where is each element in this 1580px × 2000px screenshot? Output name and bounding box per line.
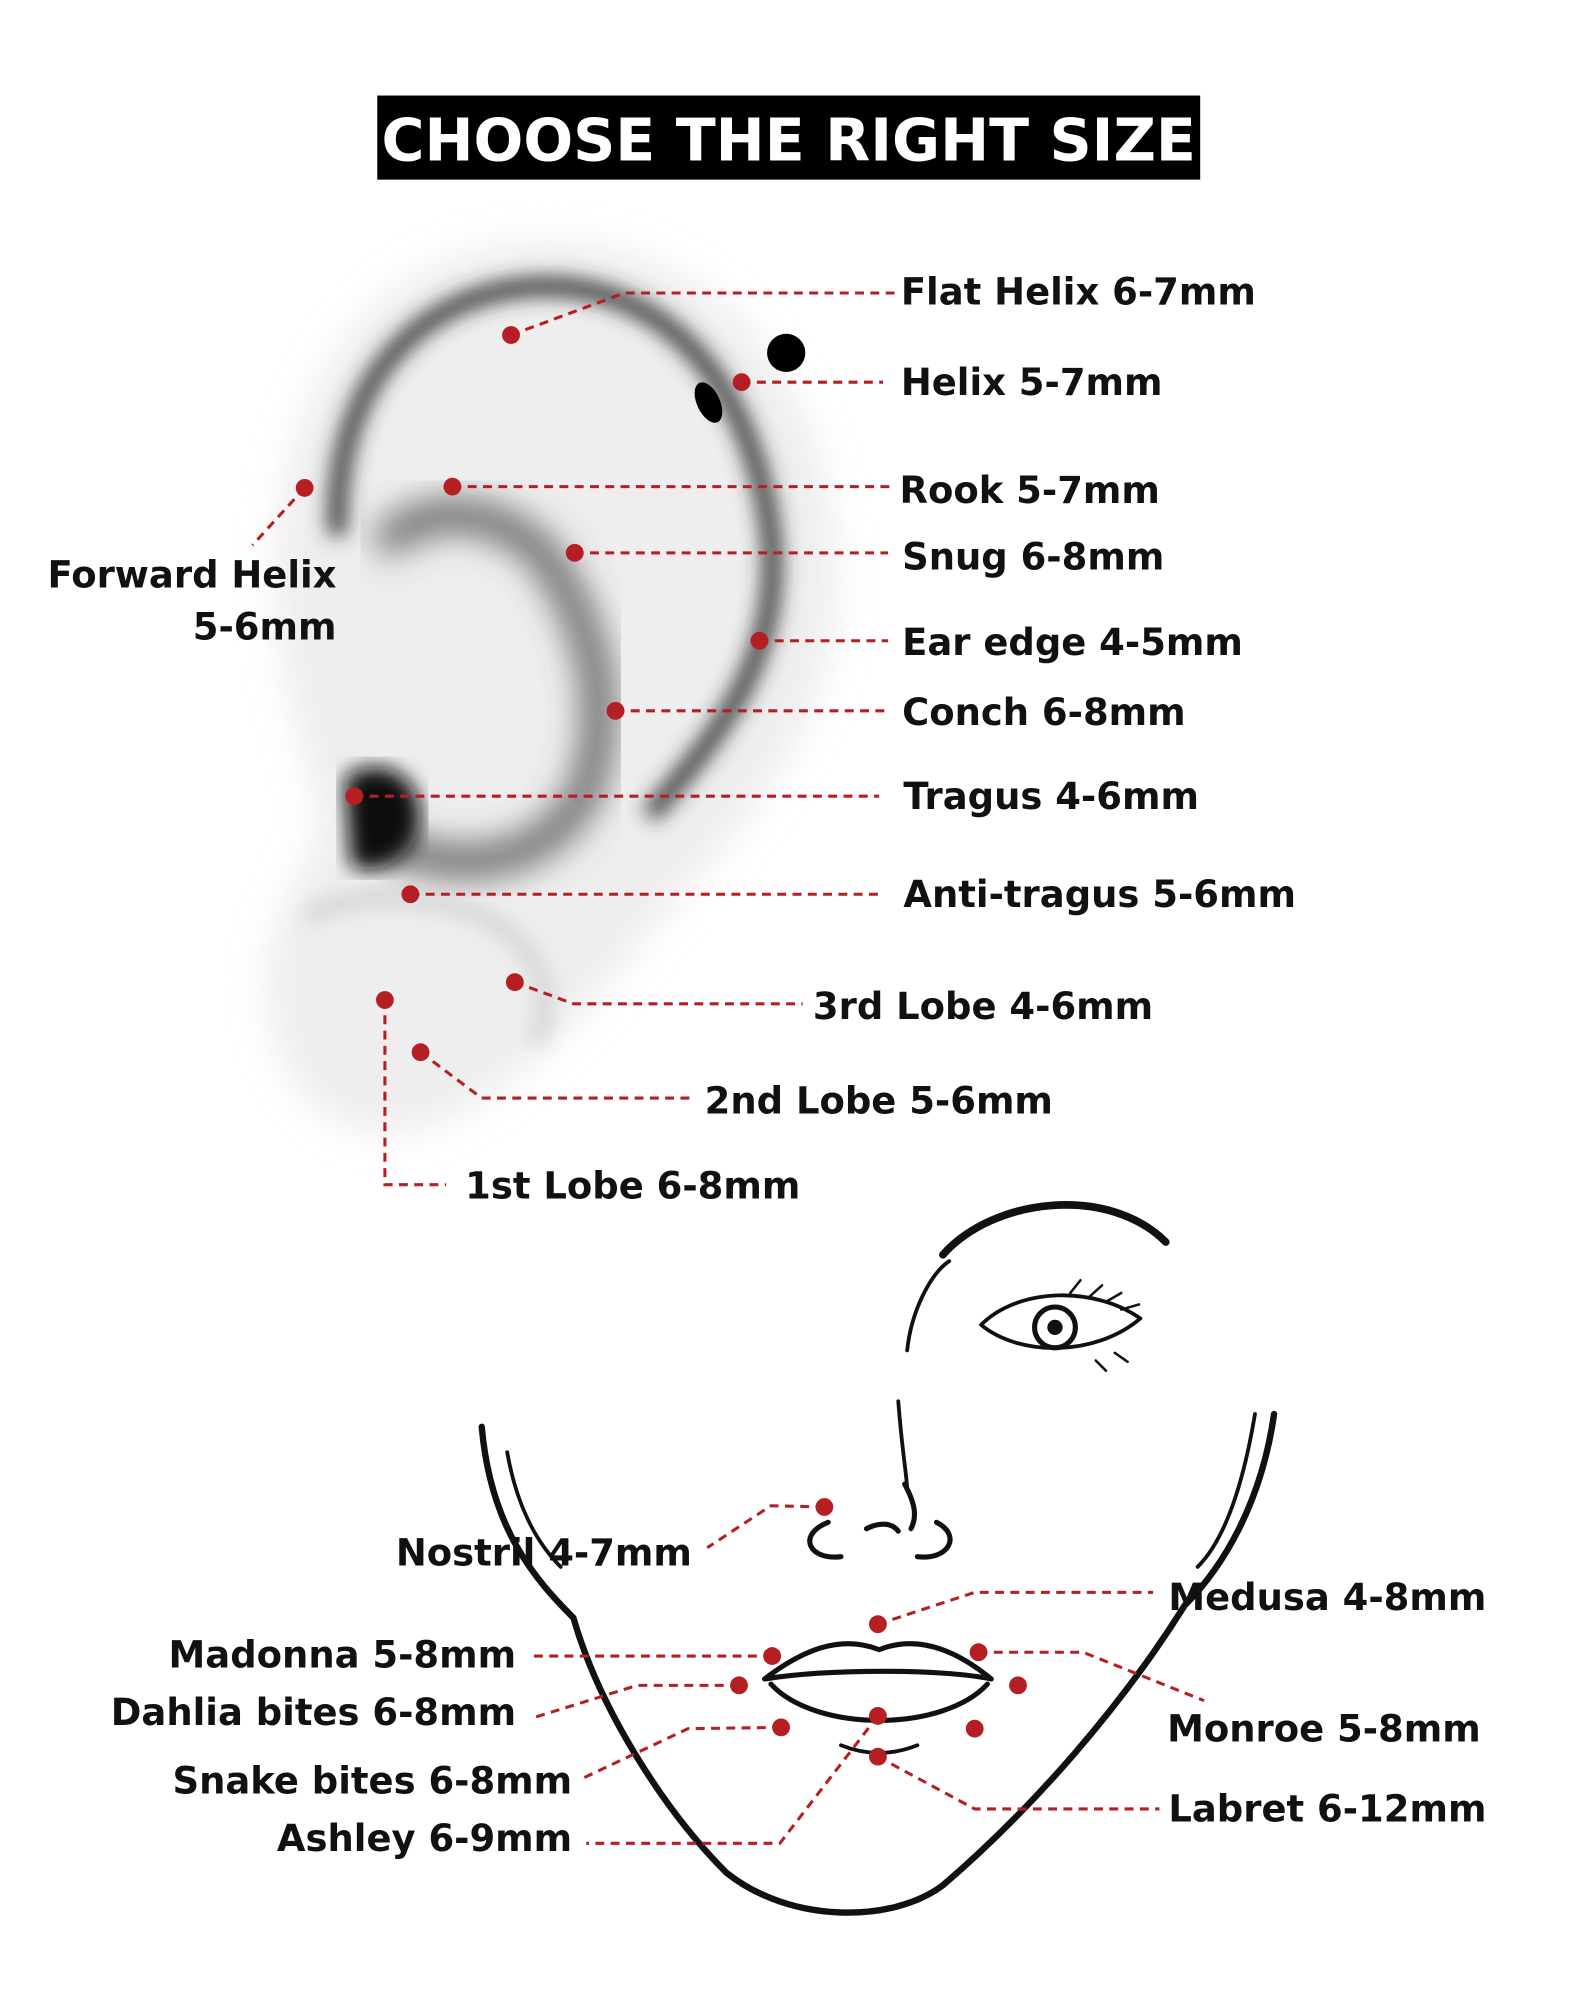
title-banner: CHOOSE THE RIGHT SIZE: [377, 95, 1201, 180]
label-labret: Labret 6-12mm: [1168, 1788, 1486, 1831]
callout-flat-helix: Flat Helix 6-7mm: [502, 270, 1256, 344]
helix-jewelry-ball: [767, 333, 806, 372]
ear-callouts: Flat Helix 6-7mm Helix 5-7mm Rook 5-7mm …: [47, 270, 1296, 1207]
callout-forward-helix: Forward Helix 5-6mm: [47, 478, 337, 648]
callout-labret: Labret 6-12mm: [868, 1747, 1486, 1831]
label-snake-bites: Snake bites 6-8mm: [172, 1760, 572, 1803]
callout-monroe: Monroe 5-8mm: [969, 1643, 1481, 1750]
label-ear-edge: Ear edge 4-5mm: [902, 621, 1243, 664]
callout-anti-tragus: Anti-tragus 5-6mm: [401, 873, 1296, 916]
callout-first-lobe: 1st Lobe 6-8mm: [375, 991, 800, 1208]
face-callouts: Nostril 4-7mm Medusa 4-8mm Madonna 5-8mm…: [111, 1498, 1486, 1860]
callout-snake-bites: Snake bites 6-8mm: [172, 1718, 984, 1803]
callout-ashley: Ashley 6-9mm: [277, 1707, 887, 1860]
callout-conch: Conch 6-8mm: [606, 691, 1186, 734]
callout-medusa: Medusa 4-8mm: [868, 1576, 1486, 1634]
callout-nostril: Nostril 4-7mm: [396, 1498, 834, 1575]
label-medusa: Medusa 4-8mm: [1168, 1576, 1486, 1619]
callout-madonna: Madonna 5-8mm: [169, 1634, 782, 1677]
face-illustration: [478, 1201, 1278, 1916]
label-dahlia: Dahlia bites 6-8mm: [111, 1691, 516, 1734]
callout-dahlia: Dahlia bites 6-8mm: [111, 1676, 1027, 1734]
label-second-lobe: 2nd Lobe 5-6mm: [705, 1079, 1053, 1122]
callout-rook: Rook 5-7mm: [443, 469, 1160, 512]
label-snug: Snug 6-8mm: [902, 535, 1164, 578]
page-title: CHOOSE THE RIGHT SIZE: [382, 107, 1196, 175]
label-third-lobe: 3rd Lobe 4-6mm: [813, 985, 1153, 1028]
label-anti-tragus: Anti-tragus 5-6mm: [903, 873, 1296, 916]
callout-tragus: Tragus 4-6mm: [345, 775, 1199, 818]
label-forward-helix: Forward Helix: [47, 553, 336, 596]
label-conch: Conch 6-8mm: [902, 691, 1186, 734]
label-tragus: Tragus 4-6mm: [903, 775, 1199, 818]
callout-ear-edge: Ear edge 4-5mm: [750, 621, 1243, 664]
helix-jewelry-end: [694, 382, 723, 423]
callout-second-lobe: 2nd Lobe 5-6mm: [411, 1043, 1053, 1122]
label-forward-helix-size: 5-6mm: [193, 605, 337, 648]
ear-illustration: [266, 241, 837, 1134]
label-nostril: Nostril 4-7mm: [396, 1532, 692, 1575]
callout-helix: Helix 5-7mm: [732, 361, 1163, 404]
callout-snug: Snug 6-8mm: [565, 535, 1164, 578]
label-flat-helix: Flat Helix 6-7mm: [901, 270, 1256, 313]
callout-third-lobe: 3rd Lobe 4-6mm: [505, 973, 1153, 1028]
label-first-lobe: 1st Lobe 6-8mm: [465, 1165, 800, 1208]
label-monroe: Monroe 5-8mm: [1167, 1707, 1481, 1750]
label-helix: Helix 5-7mm: [901, 361, 1163, 404]
label-ashley: Ashley 6-9mm: [277, 1817, 572, 1860]
label-madonna: Madonna 5-8mm: [169, 1634, 517, 1677]
label-rook: Rook 5-7mm: [900, 469, 1160, 512]
